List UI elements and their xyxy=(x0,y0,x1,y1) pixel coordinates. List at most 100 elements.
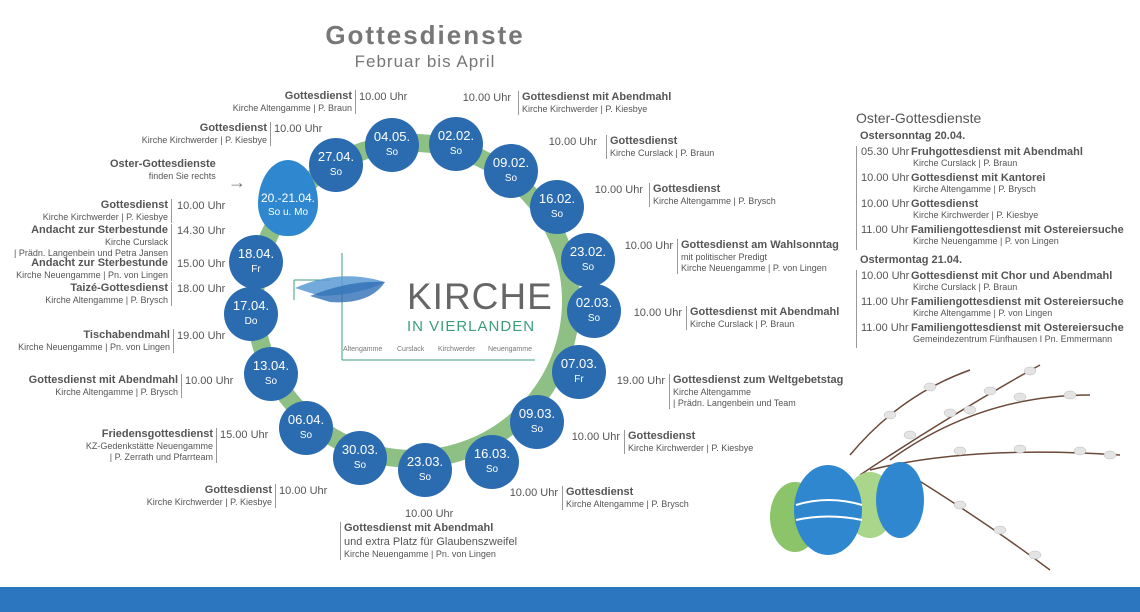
date-bubble: 23.03.So xyxy=(398,443,452,497)
event-title: Gottesdienst xyxy=(199,122,267,134)
easter-sub: Kirche Neuengamme | P. von Lingen xyxy=(913,236,1059,246)
easter-pointer-sub: finden Sie rechts xyxy=(148,171,216,181)
bubble-day: So xyxy=(353,460,367,471)
event-time: 10.00 Uhr xyxy=(185,375,234,387)
easter-title: Familiengottesdienst mit Ostereiersuche xyxy=(911,322,1124,334)
easter-time: 10.00 Uhr xyxy=(861,172,910,184)
bubble-day: Fr xyxy=(251,264,261,275)
bubble-date: 04.05. xyxy=(373,129,411,144)
event-sub: Kirche Curslack xyxy=(104,237,168,247)
event-title: Tischabendmahl xyxy=(83,329,170,341)
event-sub: Kirche Altengamme | P. Brysch xyxy=(566,499,689,509)
easter-title: Familiengottesdienst mit Ostereiersuche xyxy=(911,296,1124,308)
event-time: 15.00 Uhr xyxy=(220,429,269,441)
page-title: Gottesdienste xyxy=(325,20,525,50)
easter-sub: Kirche Altengamme | P. von Lingen xyxy=(913,308,1053,318)
bubble-date: 06.04. xyxy=(287,412,325,427)
event-sub: Kirche Kirchwerder | P. Kiesbye xyxy=(628,443,754,453)
easter-monday-label: Ostermontag 21.04. xyxy=(860,254,963,266)
easter-egg-date: 20.-21.04. So u. Mo xyxy=(258,160,318,236)
event-time: 18.00 Uhr xyxy=(177,283,226,295)
event-sub: Kirche Kirchwerder | P. Kiesbye xyxy=(522,104,648,114)
logo-word: KIRCHE xyxy=(407,276,553,317)
easter-time: 05.30 Uhr xyxy=(861,146,910,158)
easter-time: 10.00 Uhr xyxy=(861,270,910,282)
bubble-date: 30.03. xyxy=(341,442,379,457)
bubble-date: 09.02. xyxy=(492,155,530,170)
event-sub: Kirche Altengamme | P. Brysch xyxy=(55,387,178,397)
date-bubble: 07.03.Fr xyxy=(552,345,606,399)
event-sub: | Prädn. Langenbein und Petra Jansen xyxy=(14,248,168,258)
logo-place: Kirchwerder xyxy=(438,346,476,353)
event-title: Gottesdienst xyxy=(610,135,678,147)
event-time: 10.00 Uhr xyxy=(633,307,682,319)
easter-title: Gottesdienst xyxy=(911,198,979,210)
event-title: Gottesdienst xyxy=(653,183,721,195)
event-time: 10.00 Uhr xyxy=(462,92,511,104)
event-entry: Gottesdienst mit Abendmahl und extra Plat… xyxy=(340,522,517,560)
bubble-date: 16.02. xyxy=(538,191,576,206)
event-title: Gottesdienst am Wahlsonntag xyxy=(681,239,839,251)
date-bubble: 17.04.Do xyxy=(224,287,278,341)
bubble-day: So xyxy=(485,464,499,475)
bubble-day: Do xyxy=(244,316,258,327)
easter-sub: Kirche Curslack | P. Braun xyxy=(913,158,1018,168)
date-bubble: 16.02.So xyxy=(530,180,584,234)
logo-place: Altengamme xyxy=(343,346,383,353)
event-title: Gottesdienst mit Abendmahl xyxy=(344,522,494,534)
event-time: 10.00 Uhr xyxy=(548,136,597,148)
event-sub: | P. Zerrath und Pfarrteam xyxy=(109,452,213,462)
bubble-date: 09.03. xyxy=(518,406,556,421)
easter-decoration-icon xyxy=(770,364,1121,571)
easter-sub: Kirche Curslack | P. Braun xyxy=(913,282,1018,292)
egg-day: So u. Mo xyxy=(267,207,309,218)
easter-pointer: Oster-Gottesdienste finden Sie rechts xyxy=(110,158,219,182)
arrow-right-icon: → xyxy=(228,172,246,192)
event-sub: Kirche Kirchwerder | P. Kiesbye xyxy=(42,212,168,222)
event-sub: und extra Platz für Glaubenszweifel xyxy=(344,536,518,548)
bubble-day: So xyxy=(587,313,601,324)
bubble-date: 23.02. xyxy=(569,244,607,259)
date-bubble: 18.04.Fr xyxy=(229,235,283,289)
easter-title: Gottesdienst mit Kantorei xyxy=(911,172,1046,184)
event-title: Gottesdienst xyxy=(204,484,272,496)
event-title: Gottesdienst xyxy=(100,199,168,211)
date-bubble: 27.04.So xyxy=(309,138,363,192)
easter-title: Familiengottesdienst mit Ostereiersuche xyxy=(911,224,1124,236)
event-sub: Kirche Altengamme xyxy=(673,387,752,397)
event-title: Gottesdienst xyxy=(284,90,352,102)
bubble-date: 02.02. xyxy=(437,128,475,143)
event-sub: Kirche Kirchwerder | P. Kiesbye xyxy=(146,497,272,507)
event-time: 10.00 Uhr xyxy=(359,91,408,103)
bubble-date: 02.03. xyxy=(575,295,613,310)
date-bubble: 23.02.So xyxy=(561,233,615,287)
easter-sunday-label: Ostersonntag 20.04. xyxy=(860,130,966,142)
easter-pointer-title: Oster-Gottesdienste xyxy=(110,158,216,170)
date-bubble: 16.03.So xyxy=(465,435,519,489)
date-bubble: 02.03. So xyxy=(567,284,621,338)
date-bubble: 09.02. So xyxy=(484,144,538,198)
event-sub: | Prädn. Langenbein und Team xyxy=(673,398,796,408)
bubble-day: So xyxy=(264,376,278,387)
event-title: Gottesdienst mit Abendmahl xyxy=(28,374,178,386)
easter-time: 11.00 Uhr xyxy=(861,224,909,236)
bubble-day: So xyxy=(385,147,399,158)
event-time: 14.30 Uhr xyxy=(177,225,226,237)
date-bubble: 30.03. So xyxy=(333,431,387,485)
bubble-day: So xyxy=(504,173,518,184)
event-sub: Kirche Curslack | P. Braun xyxy=(610,148,715,158)
event-title: Andacht zur Sterbestunde xyxy=(31,224,168,236)
bubble-date: 13.04. xyxy=(252,358,290,373)
logo-place: Curslack xyxy=(397,346,425,353)
event-time: 19.00 Uhr xyxy=(616,375,665,387)
